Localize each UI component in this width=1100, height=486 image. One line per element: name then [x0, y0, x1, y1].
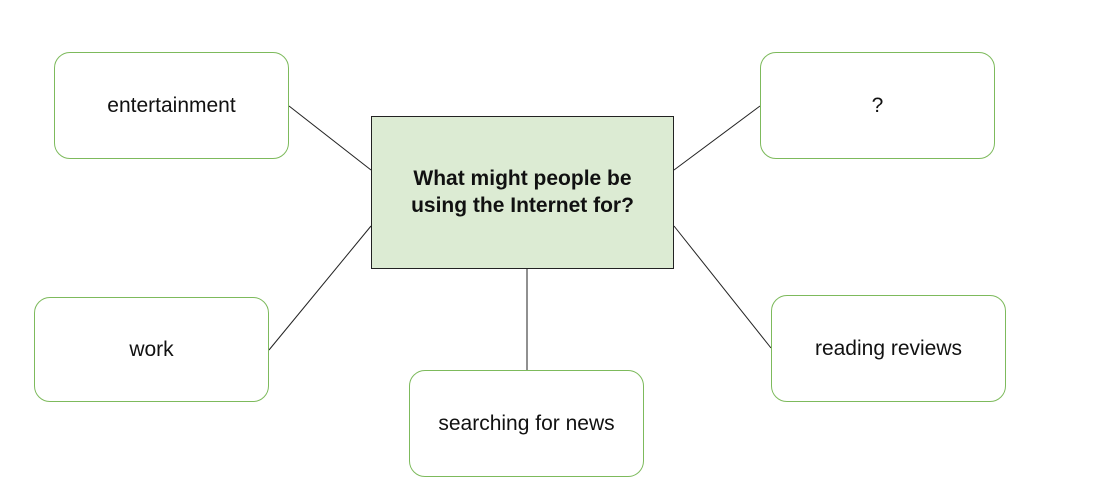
node-question-mark-label: ?	[871, 93, 884, 117]
node-searching-for-news: searching for news	[409, 370, 644, 477]
connector-work	[268, 225, 372, 351]
node-reading-reviews: reading reviews	[771, 295, 1006, 402]
connector-question	[673, 105, 761, 171]
connector-entertainment	[288, 105, 372, 171]
node-work: work	[34, 297, 269, 402]
node-entertainment: entertainment	[54, 52, 289, 159]
node-question-mark: ?	[760, 52, 995, 159]
node-work-label: work	[129, 337, 174, 361]
central-question-text: What might people be using the Internet …	[411, 167, 634, 217]
connector-reviews	[673, 225, 772, 349]
node-searching-for-news-label: searching for news	[438, 411, 615, 435]
central-question-box: What might people be using the Internet …	[371, 116, 674, 269]
node-reading-reviews-label: reading reviews	[814, 336, 963, 360]
node-entertainment-label: entertainment	[107, 93, 236, 117]
